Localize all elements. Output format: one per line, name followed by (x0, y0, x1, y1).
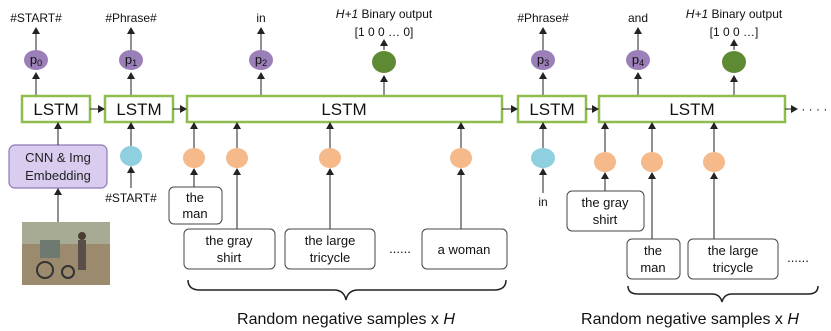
output-in-label: in (256, 11, 265, 25)
phrase-node-large-tricycle-2 (703, 152, 725, 172)
negative-samples-caption-1: Random negative samples x H (237, 311, 455, 328)
svg-text:the large: the large (708, 243, 759, 258)
svg-text:man: man (640, 260, 665, 275)
svg-text:tricycle: tricycle (310, 250, 350, 265)
input-start-label: #START# (105, 191, 157, 205)
phrase-nodes (183, 148, 725, 172)
svg-text:shirt: shirt (593, 212, 618, 227)
svg-text:LSTM: LSTM (669, 100, 714, 119)
svg-text:LSTM: LSTM (33, 100, 78, 119)
binary-output-label-1: H+1 Binary output (336, 7, 433, 21)
svg-text:p4: p4 (632, 52, 644, 68)
svg-text:tricycle: tricycle (713, 260, 753, 275)
phrase-box-the-man-1: the man (168, 186, 223, 225)
svg-text:the gray: the gray (206, 233, 253, 248)
input-start-node (120, 146, 142, 166)
binary-output-label-2: H+1 Binary output (686, 7, 783, 21)
lstm-box-2: LSTM (103, 94, 175, 124)
output-start-label: #START# (10, 11, 62, 25)
svg-text:shirt: shirt (217, 250, 242, 265)
svg-text:p2: p2 (255, 52, 267, 68)
svg-text:the large: the large (305, 233, 356, 248)
phrase-box-gray-shirt-1: the gray shirt (183, 228, 276, 270)
phrase-node-a-woman (450, 148, 472, 168)
svg-text:p1: p1 (125, 52, 137, 68)
svg-text:LSTM: LSTM (116, 100, 161, 119)
svg-text:CNN & Img: CNN & Img (25, 150, 91, 165)
p-node-1: p1 (119, 50, 143, 70)
output-phrase-label-2: #Phrase# (517, 11, 569, 25)
phrase-node-the-man-2 (641, 152, 663, 172)
phrase-node-arrows (190, 122, 718, 239)
negative-samples-brace-2 (627, 285, 819, 303)
input-in-node (531, 148, 555, 168)
phrase-box-large-tricycle-1: the large tricycle (284, 228, 376, 270)
p-node-4: p4 (626, 50, 650, 70)
binary-vector-2: [1 0 0 …] (710, 25, 759, 39)
svg-text:the: the (186, 190, 204, 205)
continuation-dots: · · · · · (801, 102, 831, 116)
phrase-box-large-tricycle-2: the large tricycle (687, 238, 779, 280)
output-arrows (32, 27, 738, 50)
cnn-embedding-box: CNN & Img Embedding (8, 144, 108, 189)
svg-text:LSTM: LSTM (321, 100, 366, 119)
lstm-box-4: LSTM (516, 94, 588, 124)
p-node-0: p0 (24, 50, 48, 70)
input-in-label: in (538, 195, 547, 209)
output-and-label: and (628, 11, 648, 25)
lstm-box-3: LSTM (185, 94, 504, 124)
phrase-node-gray-shirt-2 (594, 152, 616, 172)
lstm-box-1: LSTM (20, 94, 92, 124)
output-phrase-label-1: #Phrase# (105, 11, 157, 25)
binary-vector-1: [1 0 0 … 0] (355, 25, 414, 39)
svg-text:the gray: the gray (582, 195, 629, 210)
phrase-box-a-woman: a woman (421, 228, 508, 270)
p-node-2: p2 (249, 50, 273, 70)
phrase-ellipsis-2: ...... (787, 250, 809, 265)
phrase-ellipsis-1: ...... (389, 241, 411, 256)
phrase-node-large-tricycle-1 (319, 148, 341, 168)
phrase-box-the-man-2: the man (626, 238, 681, 280)
negative-samples-brace-1 (187, 279, 507, 301)
svg-text:a woman: a woman (438, 242, 491, 257)
input-photo (22, 222, 110, 285)
svg-text:the: the (644, 243, 662, 258)
phrase-node-the-man-1 (183, 148, 205, 168)
svg-text:LSTM: LSTM (529, 100, 574, 119)
phrase-box-gray-shirt-2: the gray shirt (566, 190, 645, 232)
p-node-3: p3 (531, 50, 555, 70)
lstm-box-5: LSTM (597, 94, 787, 124)
negative-samples-caption-2: Random negative samples x H (581, 311, 799, 328)
binary-output-node-1 (372, 51, 396, 73)
svg-text:man: man (182, 206, 207, 221)
svg-text:p3: p3 (537, 52, 549, 68)
svg-text:Embedding: Embedding (25, 168, 91, 183)
lstm-to-output-arrows (32, 72, 738, 96)
phrase-node-gray-shirt-1 (226, 148, 248, 168)
binary-output-node-2 (722, 51, 746, 73)
svg-text:p0: p0 (30, 52, 42, 68)
